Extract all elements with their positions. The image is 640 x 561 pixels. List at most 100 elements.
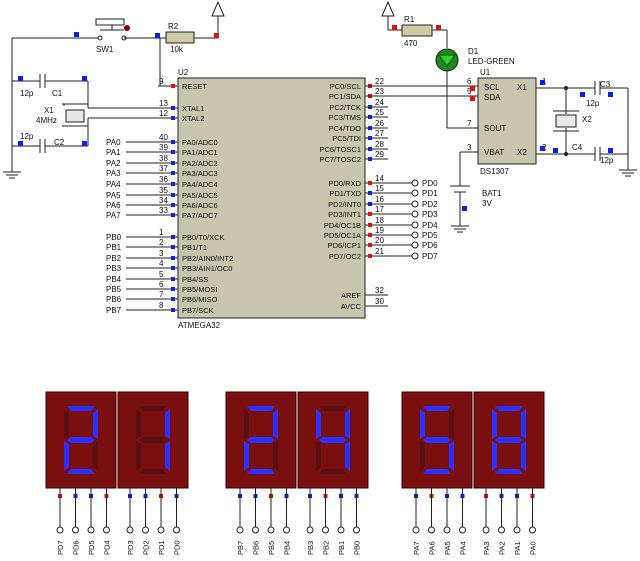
rtc-pin-name-vbat: VBAT bbox=[484, 148, 504, 157]
r1-ref: R1 bbox=[404, 15, 415, 24]
pin-state-marker bbox=[368, 105, 372, 109]
pin-state-marker bbox=[368, 136, 372, 140]
x1-ref: X1 bbox=[44, 106, 54, 115]
mcu-pin-name: PB4/SS bbox=[182, 275, 208, 284]
segment-e bbox=[492, 441, 497, 471]
mcu-pin-number: 35 bbox=[159, 186, 168, 195]
mcu-pin-name: PA6/ADC6 bbox=[182, 201, 218, 210]
pin-state-marker bbox=[368, 233, 372, 237]
mcu-pin-name: PD1/TXD bbox=[329, 189, 361, 198]
rtc-pin-num-3: 3 bbox=[467, 143, 472, 152]
pin-state-marker bbox=[368, 212, 372, 216]
port-a-label: PA4 bbox=[106, 180, 121, 189]
mcu-pin-number: 12 bbox=[159, 109, 168, 118]
pin-state-marker bbox=[171, 287, 175, 291]
mcu-pin-number: 18 bbox=[375, 216, 384, 225]
pin-state-marker bbox=[171, 171, 175, 175]
rtc-ds1307: U1 DS1307 SCL SDA SOUT VBAT X1 X2 6 5 7 … bbox=[467, 68, 547, 176]
port-b-label: PB4 bbox=[106, 275, 122, 284]
segment-g bbox=[319, 437, 347, 443]
c2-ref: C2 bbox=[54, 138, 65, 147]
c4-ref: C4 bbox=[572, 143, 583, 152]
port-d-label: PD2 bbox=[422, 200, 438, 209]
port-a-label: PA0 bbox=[106, 138, 121, 147]
port-b-label: PB6 bbox=[106, 295, 122, 304]
pin-state-marker bbox=[171, 256, 175, 260]
pin-state-marker bbox=[368, 115, 372, 119]
pin-state-marker bbox=[171, 84, 175, 88]
port-b-label: PB3 bbox=[106, 264, 122, 273]
rtc-ref: U1 bbox=[480, 68, 491, 77]
mcu-left-pins: 9RESET13XTAL112XTAL240PA0/ADC039PA1/ADC1… bbox=[158, 77, 233, 315]
display-pin-label: PA7 bbox=[412, 541, 421, 555]
display-pin-label: PD5 bbox=[87, 540, 96, 555]
segment-b bbox=[165, 409, 170, 439]
pin-state-marker bbox=[171, 213, 175, 217]
mcu-pin-name: PC3/TMS bbox=[328, 113, 361, 122]
mcu-pin-number: 5 bbox=[159, 270, 164, 279]
c4-value: 12p bbox=[600, 156, 614, 165]
mcu-pin-name: PB7/SCK bbox=[182, 306, 214, 315]
pin-state-marker bbox=[368, 254, 372, 258]
mcu-pin-number: 3 bbox=[159, 249, 164, 258]
mcu-pin-number: 20 bbox=[375, 236, 384, 245]
display-pin-label: PA2 bbox=[498, 541, 507, 555]
mcu-pin-number: 19 bbox=[375, 226, 384, 235]
mcu-pin-name: PB6/MISO bbox=[182, 295, 218, 304]
pin-state-marker bbox=[171, 235, 175, 239]
port-d-label: PD4 bbox=[422, 221, 438, 230]
segment-b bbox=[273, 409, 278, 439]
mcu-pin-name: PC5/TDI bbox=[332, 134, 361, 143]
pin-state-marker bbox=[171, 308, 175, 312]
segment-g bbox=[423, 437, 451, 443]
segment-d bbox=[495, 469, 523, 474]
mcu-pin-name: AREF bbox=[341, 291, 361, 300]
port-d-label: PD3 bbox=[422, 210, 438, 219]
port-a-label: PA2 bbox=[106, 159, 121, 168]
rtc-pin-name-sda: SDA bbox=[484, 93, 501, 102]
port-d-label: PD6 bbox=[422, 241, 438, 250]
display-pin-label: PD6 bbox=[72, 540, 81, 555]
port-b-label: PB2 bbox=[106, 254, 122, 263]
r2-ref: R2 bbox=[168, 22, 179, 31]
mcu-pin-number: 2 bbox=[159, 238, 164, 247]
display-pin-label: PD2 bbox=[142, 540, 151, 555]
c1-value: 12p bbox=[20, 89, 34, 98]
port-b-label: PB7 bbox=[106, 306, 122, 315]
display-pin-label: PA6 bbox=[428, 541, 437, 555]
bat1-value: 3V bbox=[482, 199, 492, 208]
pin-state-marker bbox=[171, 182, 175, 186]
c3-value: 12p bbox=[586, 99, 600, 108]
x1-value: 4MHz bbox=[36, 116, 57, 125]
pin-state-marker bbox=[171, 116, 175, 120]
segment-e bbox=[316, 441, 321, 471]
rtc-pin-name-sout: SOUT bbox=[484, 124, 506, 133]
mcu-pin-number: 38 bbox=[159, 154, 168, 163]
mcu-pin-number: 39 bbox=[159, 143, 168, 152]
segment-f bbox=[420, 409, 425, 439]
segment-e bbox=[136, 441, 141, 471]
port-d-label: PD5 bbox=[422, 231, 438, 240]
pin-state-marker bbox=[171, 297, 175, 301]
mcu-pin-name: PB5/MOSI bbox=[182, 285, 217, 294]
mcu-pin-name: PC7/TOSC2 bbox=[319, 155, 361, 164]
mcu-pin-name: PA4/ADC4 bbox=[182, 180, 218, 189]
mcu-pin-number: 36 bbox=[159, 175, 168, 184]
mcu-pin-number: 23 bbox=[375, 87, 384, 96]
segment-d bbox=[247, 469, 275, 474]
port-d-label: PD0 bbox=[422, 179, 438, 188]
segment-c bbox=[165, 441, 170, 471]
mcu-pin-name: XTAL1 bbox=[182, 104, 204, 113]
segment-b bbox=[93, 409, 98, 439]
d1-value: LED-GREEN bbox=[468, 57, 515, 66]
mcu-part: ATMEGA32 bbox=[178, 321, 221, 330]
mcu-pin-name: PC2/TCK bbox=[329, 103, 361, 112]
segment-c bbox=[93, 441, 98, 471]
segment-e bbox=[420, 441, 425, 471]
rtc-pin-name-x1: X1 bbox=[517, 83, 527, 92]
segment-f bbox=[244, 409, 249, 439]
mcu-pin-name: PB3/AIN1/OC0 bbox=[182, 264, 232, 273]
mcu-pin-number: 21 bbox=[375, 247, 384, 256]
